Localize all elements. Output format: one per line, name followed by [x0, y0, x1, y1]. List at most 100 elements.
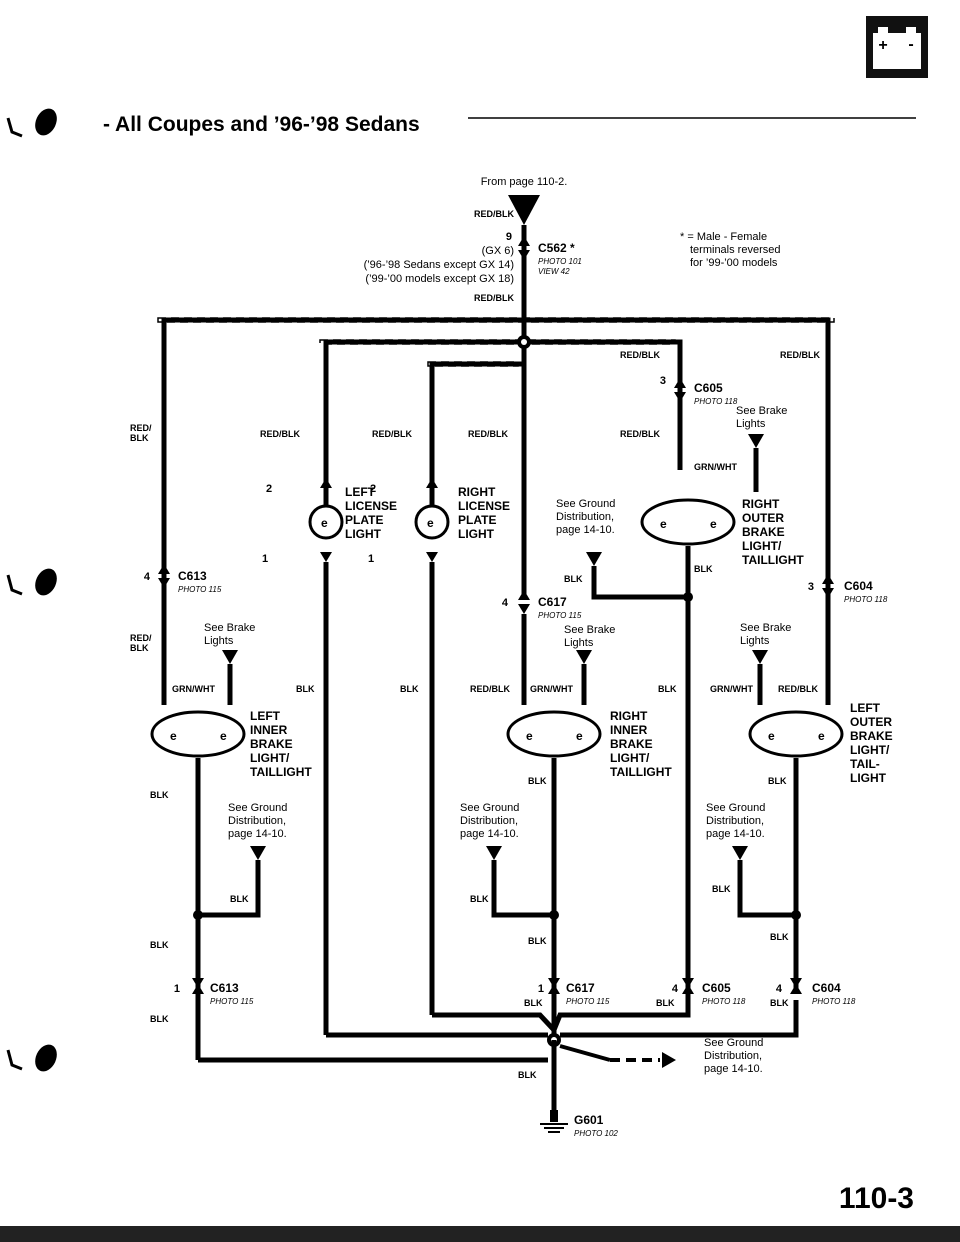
- svg-text:BLK: BLK: [564, 574, 583, 584]
- svg-text:LEFT: LEFT: [345, 485, 376, 499]
- connector-icon: [518, 590, 530, 600]
- arrow-down-icon: [752, 650, 768, 664]
- connector-c613-bottom: C613: [210, 981, 239, 995]
- svg-text:RED/BLK: RED/BLK: [260, 429, 300, 439]
- svg-text:-: -: [908, 36, 913, 53]
- svg-text:LIGHT/: LIGHT/: [610, 751, 650, 765]
- svg-text:See Brake: See Brake: [564, 624, 615, 636]
- connector-icon: [158, 578, 170, 588]
- svg-text:Distribution,: Distribution,: [228, 815, 286, 827]
- connector-icon: [192, 978, 204, 988]
- ground-g601: G601: [574, 1113, 604, 1127]
- connector-icon: [674, 378, 686, 388]
- right-inner-brake-light: RIGHT INNER BRAKE LIGHT/ TAILLIGHT: [610, 709, 672, 779]
- svg-text:PHOTO 118: PHOTO 118: [844, 595, 888, 604]
- svg-text:RED/BLK: RED/BLK: [778, 684, 818, 694]
- svg-text:PHOTO 102: PHOTO 102: [574, 1129, 618, 1138]
- ground-ref-bottom: See Ground Distribution, page 14-10.: [704, 1037, 763, 1075]
- svg-text:See Brake: See Brake: [204, 622, 255, 634]
- svg-text:OUTER: OUTER: [850, 715, 892, 729]
- svg-text:3: 3: [660, 375, 666, 387]
- svg-text:PLATE: PLATE: [458, 513, 496, 527]
- svg-text:PHOTO 118: PHOTO 118: [694, 397, 738, 406]
- svg-text:4: 4: [776, 983, 783, 995]
- arrow-down-icon: [250, 846, 266, 860]
- svg-text:2: 2: [266, 483, 272, 495]
- svg-text:e: e: [576, 729, 583, 743]
- svg-text:Distribution,: Distribution,: [706, 815, 764, 827]
- svg-text:4: 4: [672, 983, 679, 995]
- svg-text:+: +: [878, 37, 887, 54]
- svg-text:e: e: [710, 517, 717, 531]
- svg-text:LIGHT: LIGHT: [850, 771, 887, 785]
- connector-icon: [426, 478, 438, 488]
- svg-text:BRAKE: BRAKE: [610, 737, 653, 751]
- svg-text:RED/BLK: RED/BLK: [620, 429, 660, 439]
- connector-icon: [158, 564, 170, 574]
- connector-icon: [682, 978, 694, 988]
- connector-c604: C604: [844, 579, 873, 593]
- svg-text:See Ground: See Ground: [706, 802, 765, 814]
- svg-text:TAILLIGHT: TAILLIGHT: [250, 765, 312, 779]
- connector-icon: [518, 250, 530, 260]
- connector-c617-bottom: C617: [566, 981, 595, 995]
- svg-text:See Ground: See Ground: [556, 498, 615, 510]
- svg-text:1: 1: [538, 983, 544, 995]
- svg-text:LIGHT: LIGHT: [345, 527, 382, 541]
- svg-text:BLK: BLK: [470, 894, 489, 904]
- page-number: 110-3: [839, 1182, 914, 1215]
- connector-c613: C613: [178, 569, 207, 583]
- wire-labels-top: RED/ BLK RED/BLK RED/BLK RED/BLK RED/BLK…: [130, 350, 820, 443]
- svg-text:See Ground: See Ground: [228, 802, 287, 814]
- svg-text:PHOTO 115: PHOTO 115: [210, 997, 254, 1006]
- margin-marks: [6, 108, 57, 1072]
- bulb-icon: [150, 710, 246, 758]
- svg-text:1: 1: [174, 983, 180, 995]
- svg-text:e: e: [427, 516, 434, 530]
- svg-text:e: e: [768, 729, 775, 743]
- svg-text:for ’99-’00 models: for ’99-’00 models: [690, 257, 778, 269]
- bulb-icon: [506, 710, 602, 758]
- svg-text:BLK: BLK: [150, 1014, 169, 1024]
- svg-text:terminals reversed: terminals reversed: [690, 244, 780, 256]
- svg-text:1: 1: [368, 553, 374, 565]
- connector-icon: [548, 978, 560, 988]
- ground-ref-top: See Ground Distribution, page 14-10.: [556, 498, 615, 536]
- ground-ref-middle: See Ground Distribution, page 14-10.: [460, 802, 519, 840]
- svg-text:RED/BLK: RED/BLK: [468, 429, 508, 439]
- svg-text:BLK: BLK: [518, 1070, 537, 1080]
- svg-text:RIGHT: RIGHT: [458, 485, 496, 499]
- arrow-down-icon: [576, 650, 592, 664]
- left-outer-brake-light: LEFT OUTER BRAKE LIGHT/ TAIL- LIGHT: [850, 701, 893, 785]
- svg-text:BLK: BLK: [768, 776, 787, 786]
- ground-ref-right: See Ground Distribution, page 14-10.: [706, 802, 765, 840]
- connector-icon: [822, 588, 834, 598]
- svg-text:LIGHT/: LIGHT/: [742, 539, 782, 553]
- bulb-icon: [308, 504, 344, 540]
- svg-text:RED/: RED/: [130, 633, 152, 643]
- svg-text:BLK: BLK: [524, 998, 543, 1008]
- svg-text:OUTER: OUTER: [742, 511, 784, 525]
- svg-text:page 14-10.: page 14-10.: [556, 524, 615, 536]
- pin-label: 9: [506, 231, 512, 243]
- svg-text:PHOTO 115: PHOTO 115: [178, 585, 222, 594]
- svg-text:page 14-10.: page 14-10.: [706, 828, 765, 840]
- connector-icon: [548, 984, 560, 994]
- svg-text:BLK: BLK: [528, 936, 547, 946]
- svg-text:BLK: BLK: [230, 894, 249, 904]
- svg-text:BLK: BLK: [658, 684, 677, 694]
- svg-text:RIGHT: RIGHT: [742, 497, 780, 511]
- arrow-down-icon: [586, 552, 602, 566]
- svg-text:RED/BLK: RED/BLK: [372, 429, 412, 439]
- connector-icon: [518, 236, 530, 246]
- battery-icon: + -: [866, 16, 928, 78]
- svg-text:GRN/WHT: GRN/WHT: [710, 684, 753, 694]
- bulb-icon: [414, 504, 450, 540]
- connector-icon: [790, 978, 802, 988]
- bulb-icon: [640, 498, 736, 546]
- svg-text:1: 1: [262, 553, 268, 565]
- bulb-icon: [748, 710, 844, 758]
- source-note: From page 110-2.: [481, 176, 568, 188]
- svg-text:TAIL-: TAIL-: [850, 757, 880, 771]
- svg-text:page 14-10.: page 14-10.: [460, 828, 519, 840]
